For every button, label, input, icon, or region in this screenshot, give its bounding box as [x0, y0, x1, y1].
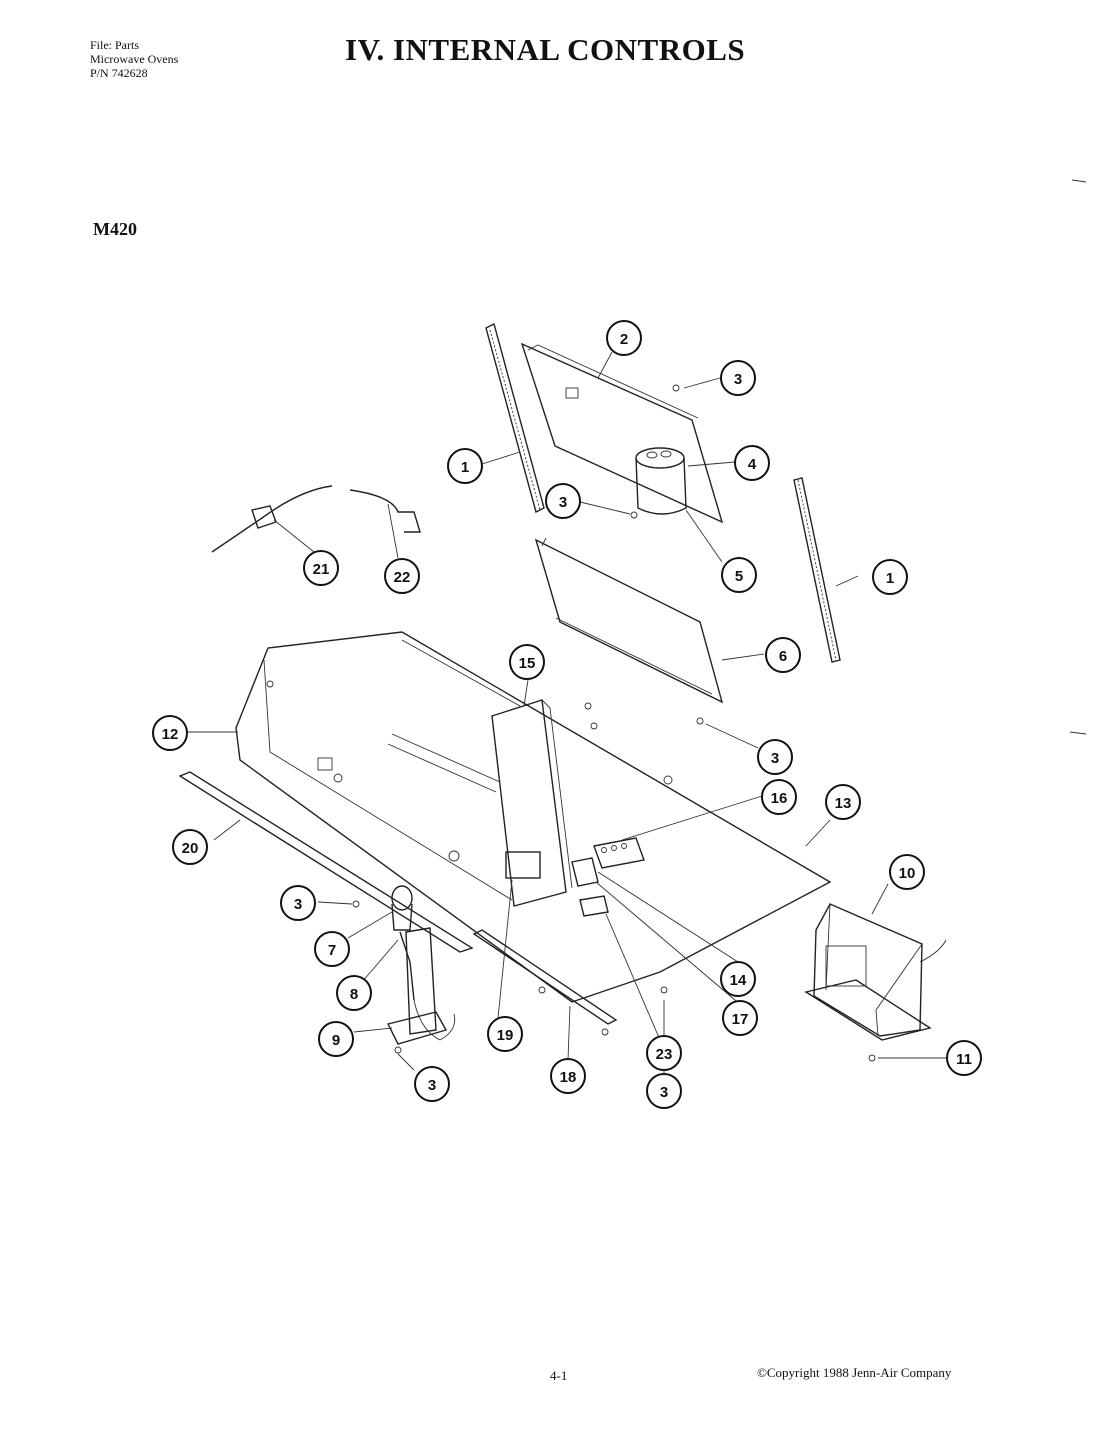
file-line: File: Parts	[90, 38, 140, 52]
terminal-block	[593, 837, 645, 869]
model-label: M420	[93, 219, 137, 239]
callout: 21	[303, 550, 339, 586]
svg-text:13: 13	[835, 795, 852, 812]
svg-text:1: 1	[886, 570, 894, 587]
svg-text:11: 11	[956, 1051, 972, 1068]
page-title: IV. INTERNAL CONTROLS	[345, 32, 746, 67]
callout: 3	[414, 1066, 450, 1102]
callout: 12	[152, 715, 188, 751]
screws	[266, 384, 876, 1062]
file-line: P/N 742628	[90, 66, 148, 80]
callout: 13	[825, 784, 861, 820]
callout: 14	[720, 961, 756, 997]
callout: 18	[550, 1058, 586, 1094]
page-number: 4-1	[550, 1368, 568, 1383]
callout: 16	[761, 779, 797, 815]
bottom-rail	[472, 929, 618, 1025]
callout: 3	[757, 739, 793, 775]
callout: 22	[384, 558, 420, 594]
callout: 15	[509, 644, 545, 680]
svg-text:9: 9	[332, 1032, 340, 1049]
callout: 17	[722, 1000, 758, 1036]
gasket-strip-right	[793, 477, 841, 663]
svg-text:3: 3	[559, 494, 567, 511]
callout: 4	[734, 445, 770, 481]
transformer	[804, 903, 947, 1041]
callout: 3	[720, 360, 756, 396]
shield-plate	[534, 538, 724, 704]
callout: 10	[889, 854, 925, 890]
callout: 3	[545, 483, 581, 519]
file-info: File: Parts Microwave Ovens P/N 742628	[90, 38, 178, 80]
monitor-switch	[571, 857, 599, 887]
control-panel-bracket	[520, 342, 724, 524]
callout: 3	[646, 1073, 682, 1109]
leader-lines	[188, 351, 948, 1080]
callout: 9	[318, 1021, 354, 1057]
callout: 1	[872, 559, 908, 595]
callout: 19	[487, 1016, 523, 1052]
svg-text:23: 23	[656, 1046, 673, 1063]
callout: 5	[721, 557, 757, 593]
svg-text:3: 3	[428, 1077, 436, 1094]
svg-text:8: 8	[350, 986, 358, 1003]
svg-text:4: 4	[748, 456, 757, 473]
svg-text:2: 2	[620, 331, 628, 348]
callouts: 1 1 2 3 3 3 3 3 3 4 5 6 7 8 9 10 11 12 1…	[152, 320, 982, 1109]
callout: 6	[765, 637, 801, 673]
gasket-strip-left	[485, 322, 545, 514]
vertical-bracket	[491, 699, 567, 907]
svg-text:5: 5	[735, 568, 743, 585]
svg-text:15: 15	[519, 655, 536, 672]
svg-text:3: 3	[660, 1084, 668, 1101]
svg-text:19: 19	[497, 1027, 514, 1044]
svg-text:3: 3	[771, 750, 779, 767]
svg-text:12: 12	[162, 726, 179, 743]
copyright-notice: ©Copyright 1988 Jenn-Air Company	[757, 1365, 952, 1380]
callout: 20	[172, 829, 208, 865]
svg-text:1: 1	[461, 459, 469, 476]
parts-illustration	[178, 322, 947, 1062]
svg-text:22: 22	[394, 569, 411, 586]
svg-text:3: 3	[734, 371, 742, 388]
file-line: Microwave Ovens	[90, 52, 179, 66]
svg-text:18: 18	[560, 1069, 577, 1086]
svg-text:21: 21	[313, 561, 330, 578]
interlock-switch	[505, 851, 541, 879]
callout: 1	[447, 448, 483, 484]
svg-text:20: 20	[182, 840, 199, 857]
callout: 3	[280, 885, 316, 921]
svg-text:10: 10	[899, 865, 916, 882]
svg-text:7: 7	[328, 942, 336, 959]
power-cord	[211, 485, 421, 553]
thermal-protector	[579, 895, 609, 917]
svg-text:3: 3	[294, 896, 302, 913]
svg-text:6: 6	[779, 648, 787, 665]
front-rail	[178, 771, 474, 953]
svg-text:14: 14	[730, 972, 747, 989]
callout: 2	[606, 320, 642, 356]
callout: 23	[646, 1035, 682, 1071]
callout: 8	[336, 975, 372, 1011]
lamp-assembly	[386, 885, 456, 1045]
capacitor	[635, 447, 687, 515]
callout: 7	[314, 931, 350, 967]
svg-text:17: 17	[732, 1011, 749, 1028]
callout: 11	[946, 1040, 982, 1076]
base-plate	[235, 631, 832, 1003]
svg-text:16: 16	[771, 790, 788, 807]
margin-marks	[1069, 179, 1087, 735]
